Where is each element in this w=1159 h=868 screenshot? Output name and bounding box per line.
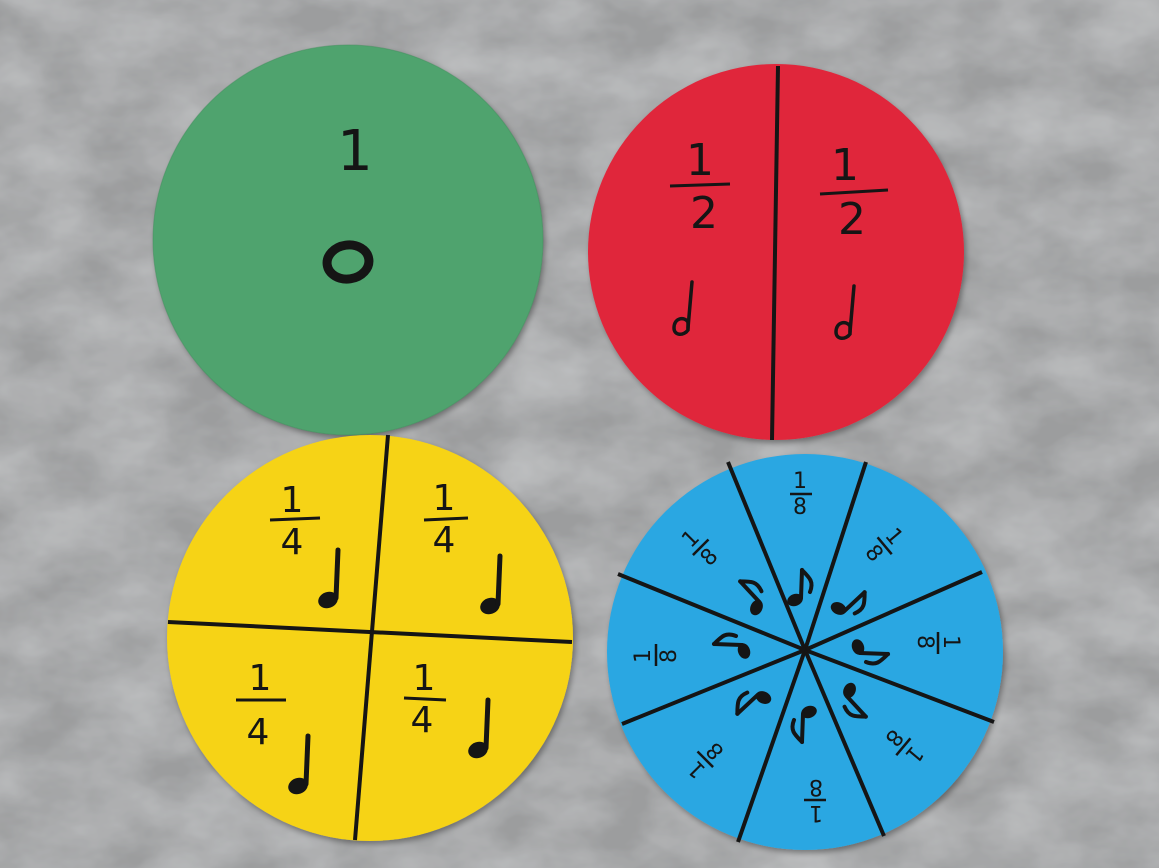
svg-text:1: 1 — [831, 140, 859, 191]
svg-text:4: 4 — [281, 522, 304, 563]
svg-text:1: 1 — [281, 480, 304, 521]
svg-text:1: 1 — [793, 469, 807, 494]
whole-label-numerator: 1 — [337, 119, 373, 184]
blue-eighth-circle: 1 8 1 8 1 8 1 8 1 8 1 8 1 — [607, 454, 1003, 850]
svg-text:8: 8 — [657, 649, 682, 663]
svg-text:4: 4 — [247, 712, 270, 753]
green-whole-circle: 1 — [153, 45, 543, 435]
svg-text:1: 1 — [249, 658, 272, 699]
svg-text:1: 1 — [433, 478, 456, 519]
red-half-circle: 1 2 1 2 — [588, 64, 964, 440]
yellow-quarter-circle: 1 4 1 4 1 4 1 4 — [167, 435, 573, 841]
svg-text:1: 1 — [631, 649, 656, 663]
svg-text:4: 4 — [411, 700, 434, 741]
svg-text:8: 8 — [912, 635, 937, 649]
svg-text:1: 1 — [938, 635, 963, 649]
svg-text:4: 4 — [433, 520, 456, 561]
svg-text:1: 1 — [413, 658, 436, 699]
svg-text:1: 1 — [809, 800, 823, 825]
svg-text:2: 2 — [690, 188, 718, 239]
svg-text:8: 8 — [809, 774, 823, 799]
svg-text:8: 8 — [793, 495, 807, 520]
svg-text:1: 1 — [686, 135, 714, 186]
svg-text:2: 2 — [838, 194, 866, 245]
